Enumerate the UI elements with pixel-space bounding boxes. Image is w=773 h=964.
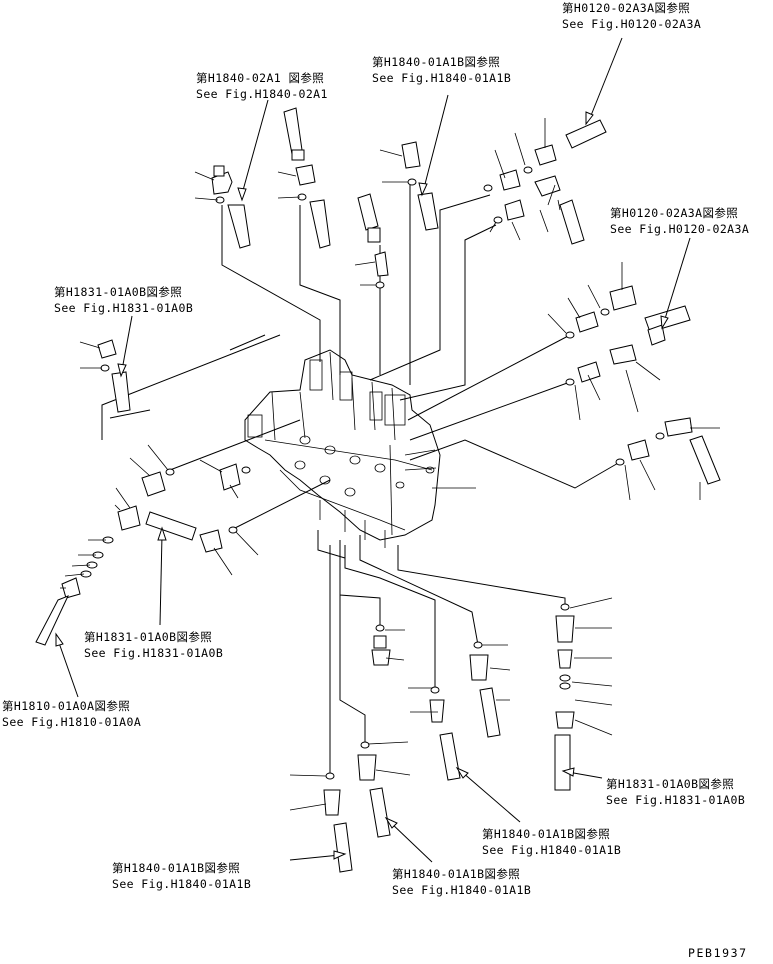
ref-en: See Fig.H1840-01A1B: [482, 843, 622, 857]
ref-en: See Fig.H0120-02A3A: [610, 222, 750, 236]
ref-h1810: 第H1810-01A0A図参照 See Fig.H1810-01A0A: [2, 698, 141, 730]
parts-top-right: [483, 119, 721, 485]
ref-h1840-bottom-center: 第H1840-01A1B図参照 See Fig.H1840-01A1B: [482, 826, 621, 858]
parts-top-left: [211, 107, 439, 289]
ref-h1831-center: 第H1831-01A0B図参照 See Fig.H1831-01A0B: [84, 629, 223, 661]
parts-left: [35, 339, 251, 646]
ref-jp: 第H1840-01A1B図参照: [112, 861, 241, 875]
ref-en: See Fig.H1831-01A0B: [54, 301, 194, 315]
ref-en: See Fig.H1840-01A1B: [372, 71, 512, 85]
ref-en: See Fig.H1840-02A1: [196, 87, 328, 101]
ref-h1840-top-right: 第H1840-01A1B図参照 See Fig.H1840-01A1B: [372, 54, 511, 86]
ref-en: See Fig.H1810-01A0A: [2, 715, 142, 729]
ref-jp: 第H1840-01A1B図参照: [392, 867, 521, 881]
ref-jp: 第H0120-02A3A図参照: [562, 1, 691, 15]
ref-jp: 第H1810-01A0A図参照: [2, 699, 131, 713]
ref-en: See Fig.H1831-01A0B: [606, 793, 746, 807]
ref-h0120-right: 第H0120-02A3A図参照 See Fig.H0120-02A3A: [610, 205, 749, 237]
ref-en: See Fig.H0120-02A3A: [562, 17, 702, 31]
ref-en: See Fig.H1840-01A1B: [112, 877, 252, 891]
ref-jp: 第H1831-01A0B図参照: [84, 630, 213, 644]
ref-jp: 第H1840-01A1B図参照: [482, 827, 611, 841]
ref-jp: 第H1840-01A1B図参照: [372, 55, 501, 69]
ref-h1831-right: 第H1831-01A0B図参照 See Fig.H1831-01A0B: [606, 776, 745, 808]
connection-lines: [101, 185, 621, 775]
drawing-code: PEB1937: [688, 946, 748, 960]
ref-en: See Fig.H1831-01A0B: [84, 646, 224, 660]
ref-h1831-left: 第H1831-01A0B図参照 See Fig.H1831-01A0B: [54, 284, 193, 316]
leader-lines: [60, 118, 720, 811]
ref-jp: 第H1831-01A0B図参照: [606, 777, 735, 791]
ref-h1840-bottom-right: 第H1840-01A1B図参照 See Fig.H1840-01A1B: [392, 866, 531, 898]
ref-jp: 第H0120-02A3A図参照: [610, 206, 739, 220]
reference-arrows: [55, 37, 691, 863]
ref-jp: 第H1840-02A1 図参照: [196, 71, 325, 85]
ref-h1840-bottom-left: 第H1840-01A1B図参照 See Fig.H1840-01A1B: [112, 860, 251, 892]
ref-h0120-top: 第H0120-02A3A図参照 See Fig.H0120-02A3A: [562, 0, 701, 32]
parts-bottom: [323, 603, 575, 873]
ref-en: See Fig.H1840-01A1B: [392, 883, 532, 897]
control-valve-body: [244, 349, 441, 548]
ref-h1840-02a1: 第H1840-02A1 図参照 See Fig.H1840-02A1: [196, 70, 328, 102]
ref-jp: 第H1831-01A0B図参照: [54, 285, 183, 299]
